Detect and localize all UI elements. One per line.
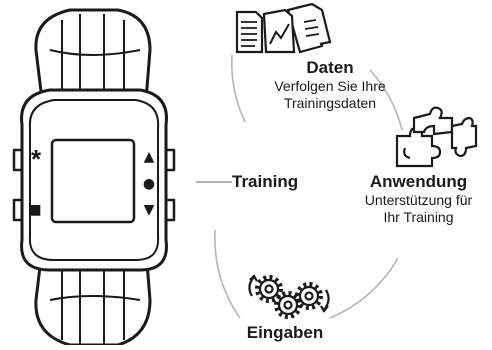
- node-anwendung-desc-line1: Unterstützung für: [364, 192, 473, 209]
- watch-illustration: [12, 8, 176, 347]
- gears-icon: [248, 274, 330, 319]
- node-daten-desc-line1: Verfolgen Sie Ihre: [274, 78, 386, 95]
- node-eingaben-title: Eingaben: [246, 323, 324, 342]
- watch-button-asterisk[interactable]: *: [31, 144, 42, 174]
- watch-button-down[interactable]: ▼: [144, 202, 155, 218]
- node-daten-title: Daten: [306, 58, 354, 77]
- watch-button-ok[interactable]: ●: [143, 176, 155, 192]
- node-anwendung-title: Anwendung: [369, 172, 468, 191]
- node-daten: Daten Verfolgen Sie Ihre Trainingsdaten: [250, 58, 410, 112]
- cycle-ring: [213, 54, 403, 319]
- center-label-training: Training: [232, 172, 299, 191]
- watch-button-up[interactable]: ▲: [144, 149, 155, 165]
- node-daten-desc-line2: Trainingsdaten: [283, 95, 377, 112]
- puzzle-icon: [395, 106, 478, 168]
- node-anwendung-desc-line2: Ihr Training: [383, 209, 454, 226]
- node-anwendung: Anwendung Unterstützung für Ihr Training: [345, 172, 492, 226]
- watch-button-stop[interactable]: ■: [28, 202, 41, 218]
- documents-icon: [235, 2, 332, 54]
